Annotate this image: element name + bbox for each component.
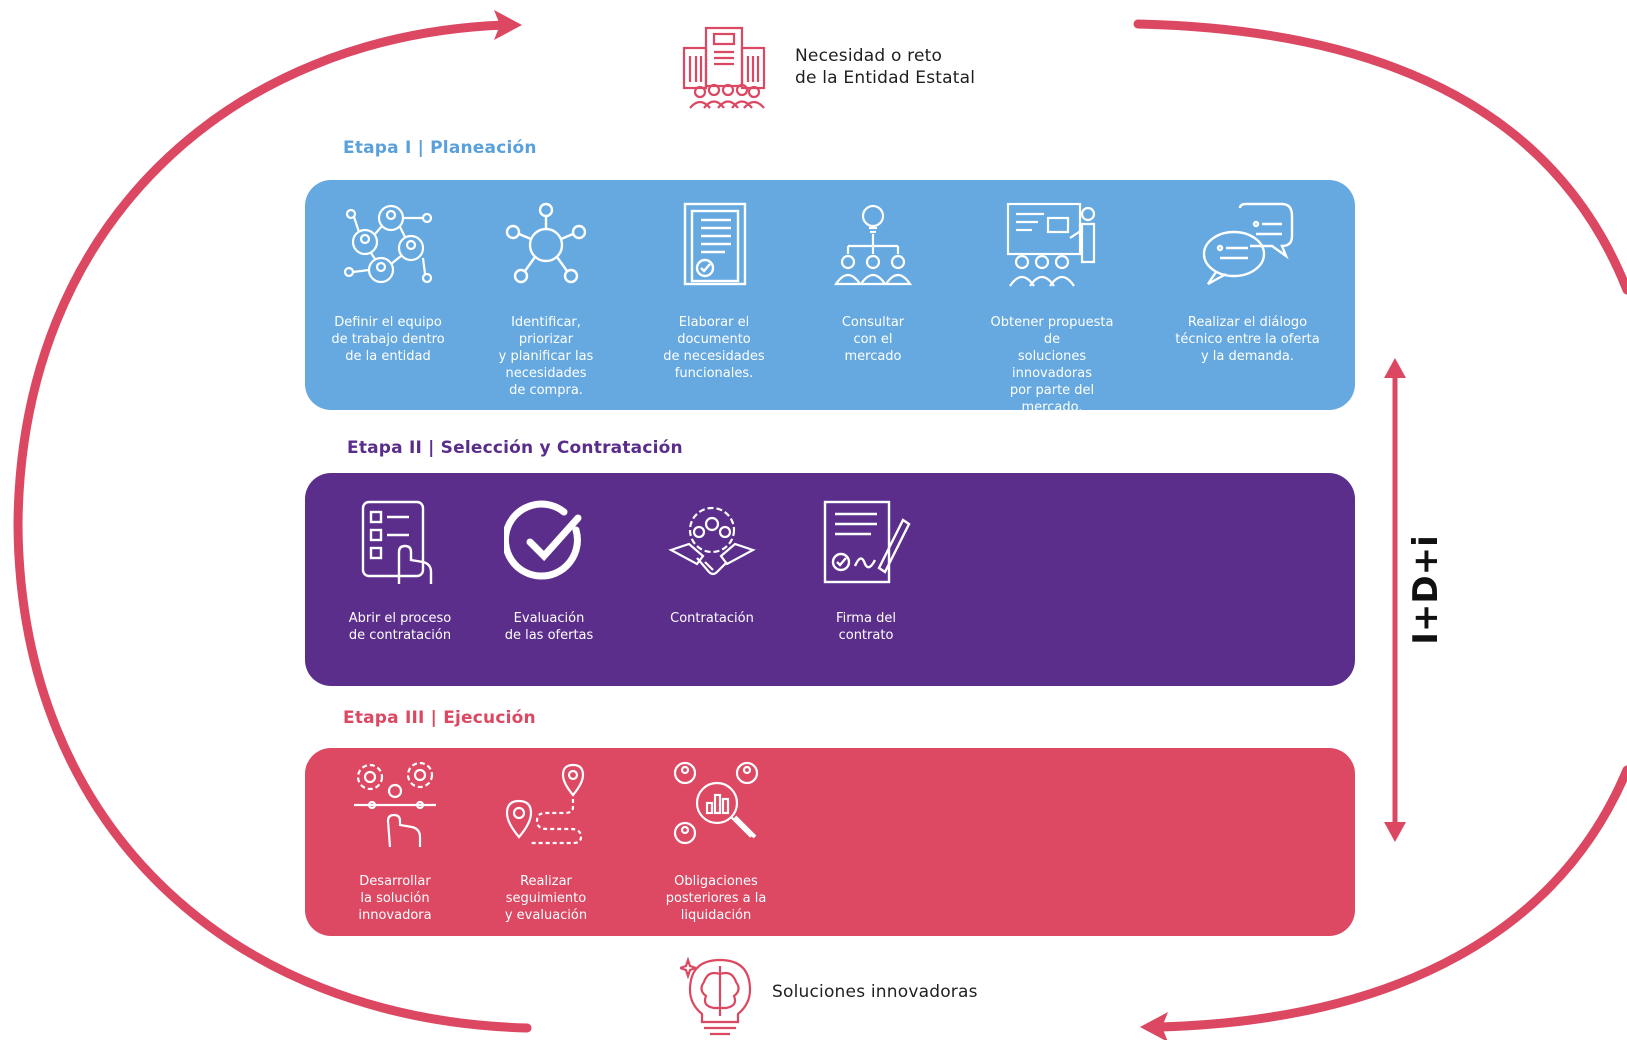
gear-touch-icon [354, 761, 436, 847]
idea-group-icon [833, 204, 913, 286]
contract-pen-icon [823, 500, 911, 584]
step-label: Obligaciones posteriores a la liquidació… [665, 874, 767, 923]
stage-3-step-3: Obligaciones posteriores a la liquidació… [651, 761, 781, 924]
idi-arrow-down [1384, 822, 1406, 842]
building-people-icon [682, 26, 766, 109]
handshake-icon [668, 506, 756, 576]
presentation-icon [1006, 202, 1096, 287]
stage-1-step-2: Identificar, priorizar y planificar las … [481, 202, 611, 399]
step-label: Realizar el diálogo técnico entre la ofe… [1175, 315, 1320, 364]
route-pins-icon [505, 763, 585, 845]
left-loop-arc [13, 20, 532, 1033]
step-label: Elaborar el documento de necesidades fun… [663, 315, 765, 381]
stage-1-step-1: Definir el equipo de trabajo dentro de l… [323, 202, 453, 365]
step-label: Evaluación de las ofertas [504, 611, 594, 643]
stage-2-step-2: Evaluación de las ofertas [484, 500, 614, 644]
search-analytics-icon [673, 761, 759, 845]
bottom-arrowhead [1140, 1012, 1168, 1040]
stage-3-title: Etapa III | Ejecución [343, 708, 536, 728]
hub-network-icon [505, 202, 587, 284]
step-label: Consultar con el mercado [841, 315, 905, 364]
step-label: Identificar, priorizar y planificar las … [498, 315, 594, 398]
stage-1-panel [305, 180, 1355, 410]
step-label: Desarrollar la solución innovadora [358, 874, 432, 923]
top-arrowhead [494, 10, 522, 40]
checklist-hand-icon [361, 500, 433, 584]
stage-3-step-1: Desarrollar la solución innovadora [330, 761, 460, 924]
stage-2-title: Etapa II | Selección y Contratación [347, 438, 683, 458]
right-loop-arc [1133, 19, 1627, 295]
check-circle-icon [504, 500, 582, 580]
bottom-node-label: Soluciones innovadoras [772, 982, 978, 1002]
stage-3-step-2: Realizar seguimiento y evaluación [481, 761, 611, 924]
stage-2-step-4: Firma del contrato [801, 500, 931, 644]
brain-lightbulb-icon [680, 956, 752, 1036]
stage-1-step-5: Obtener propuesta de soluciones innovado… [987, 202, 1117, 416]
stage-3-panel [305, 748, 1355, 936]
stage-2-panel [305, 473, 1355, 686]
stage-1-step-6: Realizar el diálogo técnico entre la ofe… [1175, 202, 1320, 365]
step-label: Contratación [670, 611, 754, 626]
chat-bubbles-icon [1202, 202, 1293, 286]
document-check-icon [683, 202, 747, 286]
right-loop-arc-bottom [1155, 765, 1627, 1032]
idi-arrow-up [1384, 358, 1406, 378]
stage-2-step-3: Contratación [647, 500, 777, 627]
step-label: Obtener propuesta de soluciones innovado… [990, 315, 1114, 415]
step-label: Firma del contrato [836, 611, 896, 643]
step-label: Definir el equipo de trabajo dentro de l… [331, 315, 445, 364]
stage-1-step-3: Elaborar el documento de necesidades fun… [649, 202, 779, 382]
step-label: Abrir el proceso de contratación [348, 611, 452, 643]
stage-2-step-1: Abrir el proceso de contratación [335, 500, 465, 644]
step-label: Realizar seguimiento y evaluación [504, 874, 588, 923]
stage-1-title: Etapa I | Planeación [343, 138, 537, 158]
stage-1-step-4: Consultar con el mercado [808, 202, 938, 365]
idi-label: I+D+i [1406, 535, 1446, 645]
top-node-label: Necesidad o reto de la Entidad Estatal [795, 46, 976, 88]
team-network-icon [343, 204, 433, 284]
